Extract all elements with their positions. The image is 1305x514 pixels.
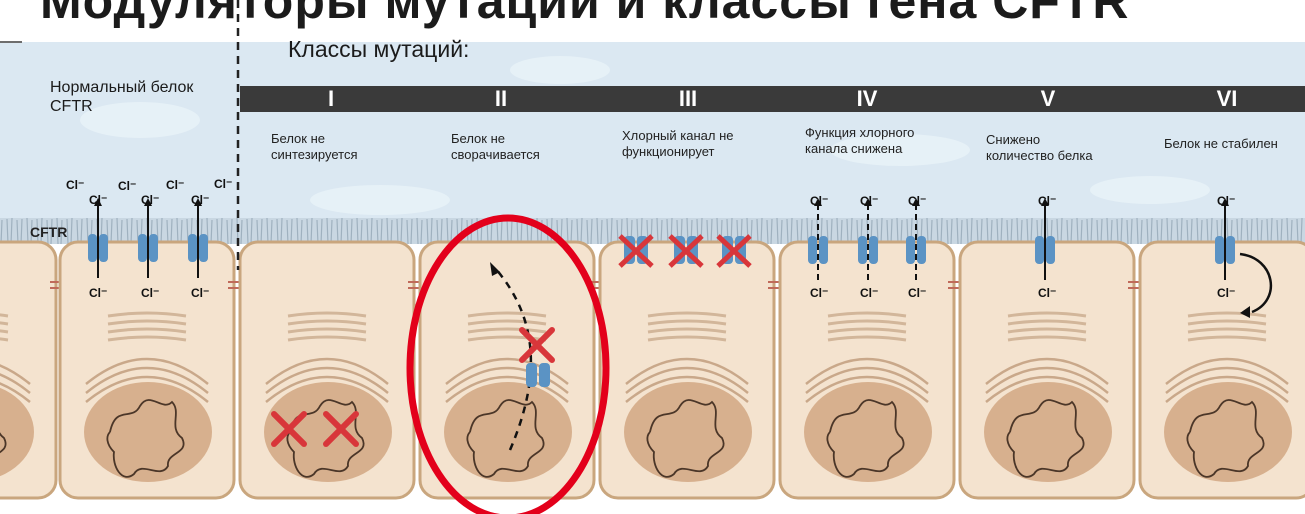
epithelial-cell (780, 242, 960, 498)
chloride-label: Cl⁻ (214, 177, 232, 191)
cftr-label: CFTR (30, 224, 67, 240)
epithelial-cell (240, 242, 420, 498)
chloride-label: Cl⁻ (66, 178, 84, 192)
chloride-label: Cl⁻ (908, 194, 926, 208)
normal-protein-label: Нормальный белок CFTR (50, 78, 230, 116)
epithelial-cell (1140, 242, 1305, 498)
chloride-label: Cl⁻ (810, 194, 828, 208)
chloride-label: Cl⁻ (191, 193, 209, 207)
mutation-classes-heading: Классы мутаций: (288, 36, 469, 63)
epithelial-cell (600, 242, 780, 498)
epithelial-cell (960, 242, 1140, 498)
chloride-label: Cl⁻ (860, 194, 878, 208)
chloride-label: Cl⁻ (1038, 194, 1056, 208)
chloride-label: Cl⁻ (118, 179, 136, 193)
class-numeral: V (1003, 86, 1093, 112)
epithelial-cell (0, 242, 62, 498)
chloride-label: Cl⁻ (141, 286, 159, 300)
class-bar (240, 86, 1305, 112)
title-rule (0, 41, 22, 43)
chloride-label: Cl⁻ (1217, 194, 1235, 208)
chloride-label: Cl⁻ (860, 286, 878, 300)
class-numeral: II (456, 86, 546, 112)
epithelial-cell (420, 242, 600, 498)
class-numeral: IV (822, 86, 912, 112)
epithelial-cell (60, 242, 240, 498)
class-description: Белок не стабилен (1164, 136, 1278, 152)
class-numeral: I (286, 86, 376, 112)
chloride-label: Cl⁻ (191, 286, 209, 300)
chloride-label: Cl⁻ (89, 286, 107, 300)
chloride-label: Cl⁻ (166, 178, 184, 192)
chloride-label: Cl⁻ (908, 286, 926, 300)
class-numeral: VI (1182, 86, 1272, 112)
chloride-label: Cl⁻ (1038, 286, 1056, 300)
class-numeral: III (643, 86, 733, 112)
chloride-label: Cl⁻ (141, 193, 159, 207)
chloride-label: Cl⁻ (89, 193, 107, 207)
page-title: Модуляторы мутаций и классы гена CFTR (40, 0, 1130, 30)
chloride-label: Cl⁻ (1217, 286, 1235, 300)
chloride-label: Cl⁻ (810, 286, 828, 300)
